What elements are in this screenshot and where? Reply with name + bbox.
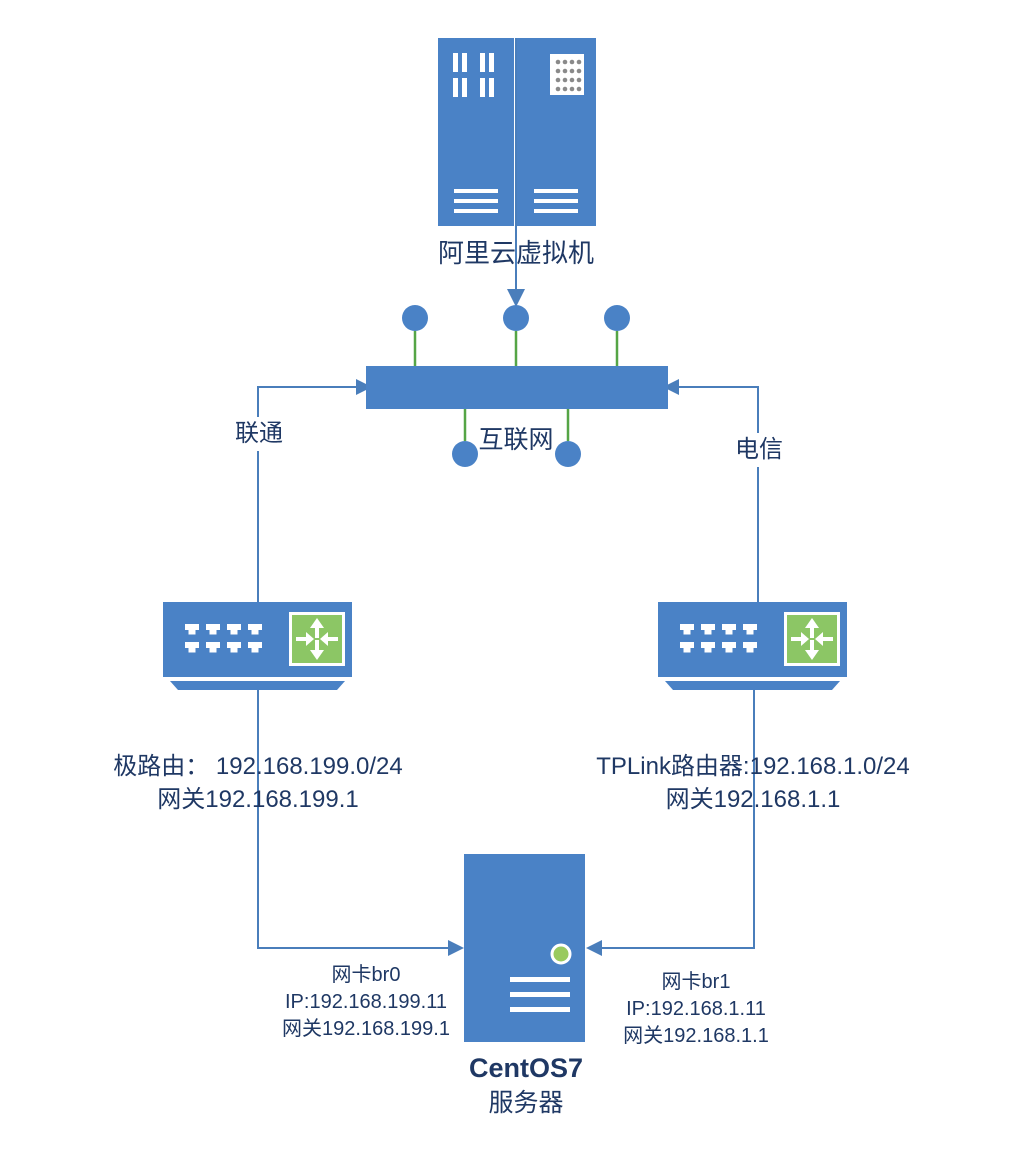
router-left-subnet: 极路由： 192.168.199.0/24 <box>113 753 403 780</box>
nic-br0-name: 网卡br0 <box>331 964 401 986</box>
router-base <box>665 681 840 690</box>
internet-node <box>366 305 668 467</box>
unicom-link-connector <box>257 379 372 602</box>
cloud-vm-label: 阿里云虚拟机 <box>437 239 595 268</box>
route-symbol-icon <box>784 612 840 666</box>
router-left-label: 极路由： 192.168.199.0/24 网关192.168.199.1 <box>113 750 403 816</box>
eth-drop-node <box>503 305 529 331</box>
down-arrowhead <box>507 289 525 307</box>
eth-drop-node <box>604 305 630 331</box>
right-arrowhead <box>356 379 372 395</box>
router-right-gateway: 网关192.168.1.1 <box>665 786 841 813</box>
router-right-node <box>658 602 847 690</box>
vm-vent-lines <box>454 189 578 213</box>
cloud-vm-node <box>438 38 596 226</box>
nic-br1-gateway: 网关192.168.1.1 <box>623 1025 769 1047</box>
eth-drop-node <box>452 441 478 467</box>
isp-label-unicom: 联通 <box>232 417 286 452</box>
server-vent-lines <box>510 977 570 1012</box>
server-name: CentOS7 <box>468 1053 584 1083</box>
eth-drop-node <box>555 441 581 467</box>
router-left-to-server-connector <box>257 690 464 956</box>
router-right-subnet: TPLink路由器:192.168.1.0/24 <box>596 753 910 780</box>
internet-bar <box>366 366 668 409</box>
router-right-label: TPLink路由器:192.168.1.0/24 网关192.168.1.1 <box>596 750 910 816</box>
nic-br1-label: 网卡br1 IP:192.168.1.11 网关192.168.1.1 <box>623 969 769 1050</box>
isp-label-telecom: 电信 <box>732 433 786 468</box>
vm-slot-bars <box>453 53 494 97</box>
nic-br0-label: 网卡br0 IP:192.168.199.11 网关192.168.199.1 <box>282 962 450 1043</box>
internet-label: 互联网 <box>478 427 554 454</box>
vm-to-internet-connector <box>507 38 525 307</box>
telecom-link-connector <box>663 379 759 602</box>
router-left-gateway: 网关192.168.199.1 <box>157 786 359 813</box>
route-symbol-icon <box>289 612 345 666</box>
eth-drop-node <box>402 305 428 331</box>
nic-br0-gateway: 网关192.168.199.1 <box>282 1018 450 1040</box>
nic-br1-ip: IP:192.168.1.11 <box>626 998 766 1020</box>
right-arrowhead <box>448 940 464 956</box>
server-node <box>464 854 585 1042</box>
router-right-to-server-connector <box>586 690 755 956</box>
vm-left-panel <box>438 38 514 226</box>
left-arrowhead <box>586 940 602 956</box>
router-base <box>170 681 345 690</box>
nic-br0-ip: IP:192.168.199.11 <box>285 991 447 1013</box>
left-arrowhead <box>663 379 679 395</box>
nic-br1-name: 网卡br1 <box>661 971 731 993</box>
power-led-icon <box>550 943 572 965</box>
vm-dot-grid <box>550 54 584 95</box>
server-type: 服务器 <box>488 1089 564 1117</box>
server-label: CentOS7 服务器 <box>469 1051 583 1121</box>
router-left-node <box>163 602 352 690</box>
